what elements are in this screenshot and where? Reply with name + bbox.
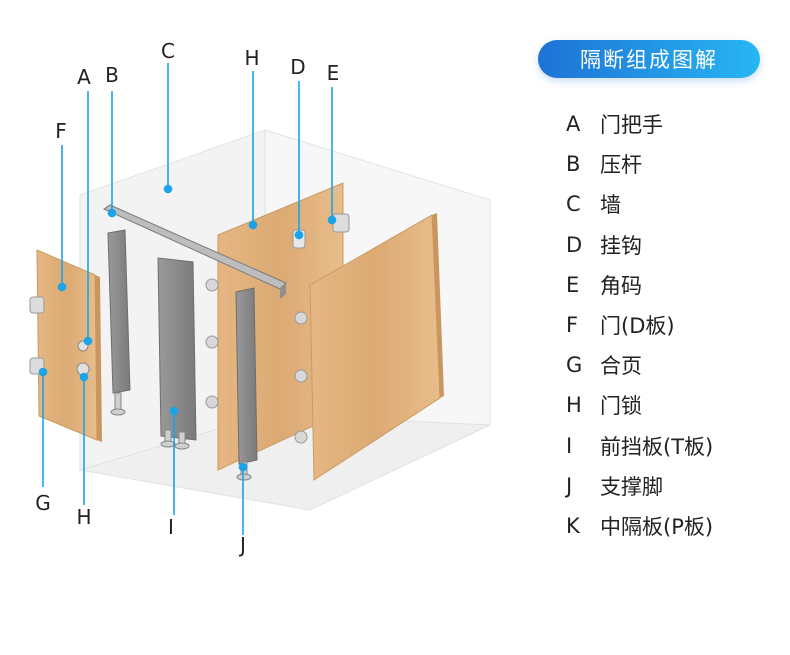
label-h-bottom: H — [76, 505, 91, 529]
label-h-top: H — [244, 46, 259, 70]
support-legs — [110, 392, 252, 481]
label-e: E — [327, 61, 340, 85]
legend-text: 前挡板(T板) — [600, 434, 714, 459]
front-panels — [107, 229, 258, 465]
legend-key: E — [566, 272, 580, 297]
legend-text: 门锁 — [600, 394, 642, 419]
right-partition — [294, 213, 444, 481]
legend-text: 合页 — [600, 354, 642, 379]
label-a: A — [77, 65, 91, 89]
legend-text: 中隔板(P板) — [600, 514, 714, 539]
label-g: G — [35, 491, 51, 515]
legend-item: J 支撑脚 — [566, 466, 781, 506]
legend-item: D 挂钩 — [566, 225, 781, 265]
title-badge: 隔断组成图解 — [538, 40, 760, 78]
legend-item: F 门(D板) — [566, 305, 781, 345]
legend-key: I — [566, 433, 573, 458]
legend-text: 支撑脚 — [600, 474, 663, 499]
label-c: C — [161, 39, 175, 63]
legend-item: K 中隔板(P板) — [566, 506, 781, 546]
label-i: I — [168, 515, 174, 539]
legend-item: B 压杆 — [566, 144, 781, 184]
legend-key: K — [566, 513, 580, 538]
legend-key: F — [566, 313, 579, 338]
leader-lines — [38, 63, 337, 535]
legend-text: 压杆 — [600, 153, 642, 178]
legend-item: E 角码 — [566, 265, 781, 305]
legend-key: B — [566, 152, 581, 177]
legend-key: J — [566, 473, 573, 498]
legend-item: G 合页 — [566, 345, 781, 385]
label-f: F — [55, 119, 67, 143]
legend-key: A — [566, 112, 581, 137]
label-b: B — [105, 63, 119, 87]
label-j: J — [238, 533, 246, 557]
legend-text: 门(D板) — [600, 314, 675, 339]
legend-item: I 前挡板(T板) — [566, 426, 781, 466]
legend-key: H — [566, 393, 582, 418]
label-d: D — [290, 55, 305, 79]
legend-text: 墙 — [600, 193, 621, 218]
legend-key: G — [566, 353, 583, 378]
legend-key: D — [566, 232, 583, 257]
head-rail — [102, 204, 287, 299]
legend-key: C — [566, 192, 581, 217]
corner-bracket-icon — [332, 213, 350, 233]
door-panel-f — [29, 249, 102, 442]
hinge-upper-icon — [29, 296, 45, 314]
legend-item: A 门把手 — [566, 104, 781, 144]
legend-text: 挂钩 — [600, 233, 642, 258]
legend-text: 门把手 — [600, 113, 663, 138]
legend-text: 角码 — [600, 273, 642, 298]
legend-item: H 门锁 — [566, 385, 781, 425]
